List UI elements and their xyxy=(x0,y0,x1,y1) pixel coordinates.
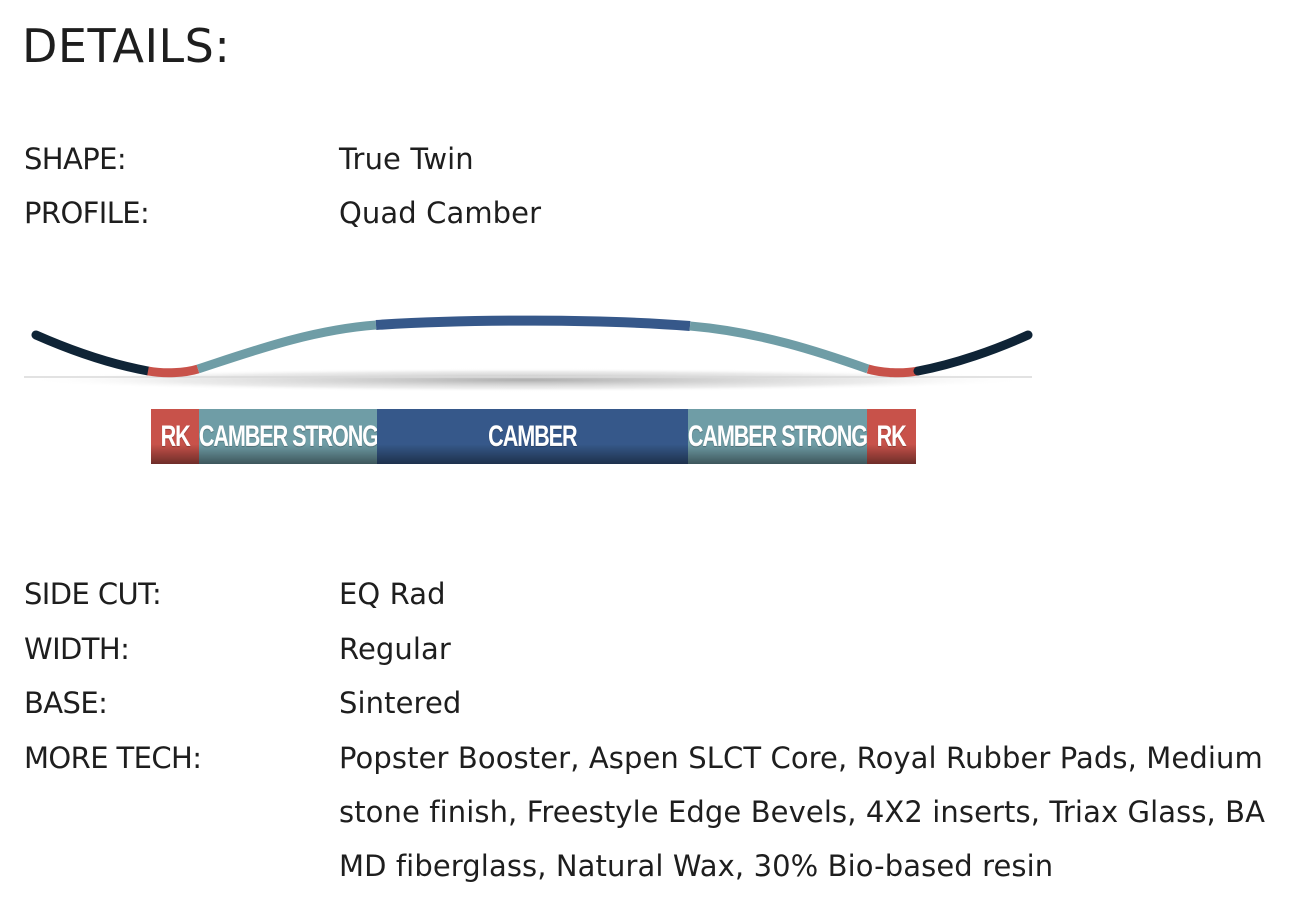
profile-zone-bar: RK CAMBER STRONG CAMBER CAMBER STRONG RK xyxy=(151,409,916,464)
spec-row-shape: SHAPE: True Twin xyxy=(0,139,1308,179)
spec-row-side-cut: SIDE CUT: EQ Rad xyxy=(0,574,1308,614)
zone-rocker-right: RK xyxy=(867,409,916,464)
left-rocker-segment xyxy=(147,364,200,378)
zone-camber-strong-left: CAMBER STRONG xyxy=(199,409,377,464)
spec-row-width: WIDTH: Regular xyxy=(0,629,1308,669)
spec-label-side-cut: SIDE CUT: xyxy=(24,577,162,611)
right-tip-segment xyxy=(913,330,1033,376)
right-rocker-segment xyxy=(866,364,919,378)
spec-value-profile: Quad Camber xyxy=(339,196,542,230)
zone-rocker-left: RK xyxy=(151,409,199,464)
left-tip-segment xyxy=(31,330,153,376)
spec-value-more-tech: Popster Booster, Aspen SLCT Core, Royal … xyxy=(339,741,1266,883)
spec-value-base: Sintered xyxy=(339,686,462,720)
spec-value-side-cut: EQ Rad xyxy=(339,577,446,611)
camber-segment xyxy=(375,315,691,331)
zone-camber: CAMBER xyxy=(377,409,688,464)
spec-label-more-tech: MORE TECH: xyxy=(24,741,202,775)
spec-label-width: WIDTH: xyxy=(24,632,130,666)
spec-label-profile: PROFILE: xyxy=(24,196,150,230)
right-camber-strong-segment xyxy=(689,321,870,374)
spec-value-shape: True Twin xyxy=(339,142,474,176)
spec-row-more-tech: MORE TECH: Popster Booster, Aspen SLCT C… xyxy=(0,738,1308,898)
spec-value-width: Regular xyxy=(339,632,451,666)
left-camber-strong-segment xyxy=(196,320,377,374)
zone-camber-strong-right: CAMBER STRONG xyxy=(688,409,867,464)
board-profile-illustration xyxy=(0,290,1060,480)
spec-row-base: BASE: Sintered xyxy=(0,683,1308,723)
spec-row-profile: PROFILE: Quad Camber xyxy=(0,193,1308,233)
details-heading: DETAILS: xyxy=(22,19,231,73)
spec-label-base: BASE: xyxy=(24,686,108,720)
board-shadow xyxy=(23,368,1033,392)
board-profile-graphic xyxy=(23,315,1033,392)
spec-label-shape: SHAPE: xyxy=(24,142,127,176)
